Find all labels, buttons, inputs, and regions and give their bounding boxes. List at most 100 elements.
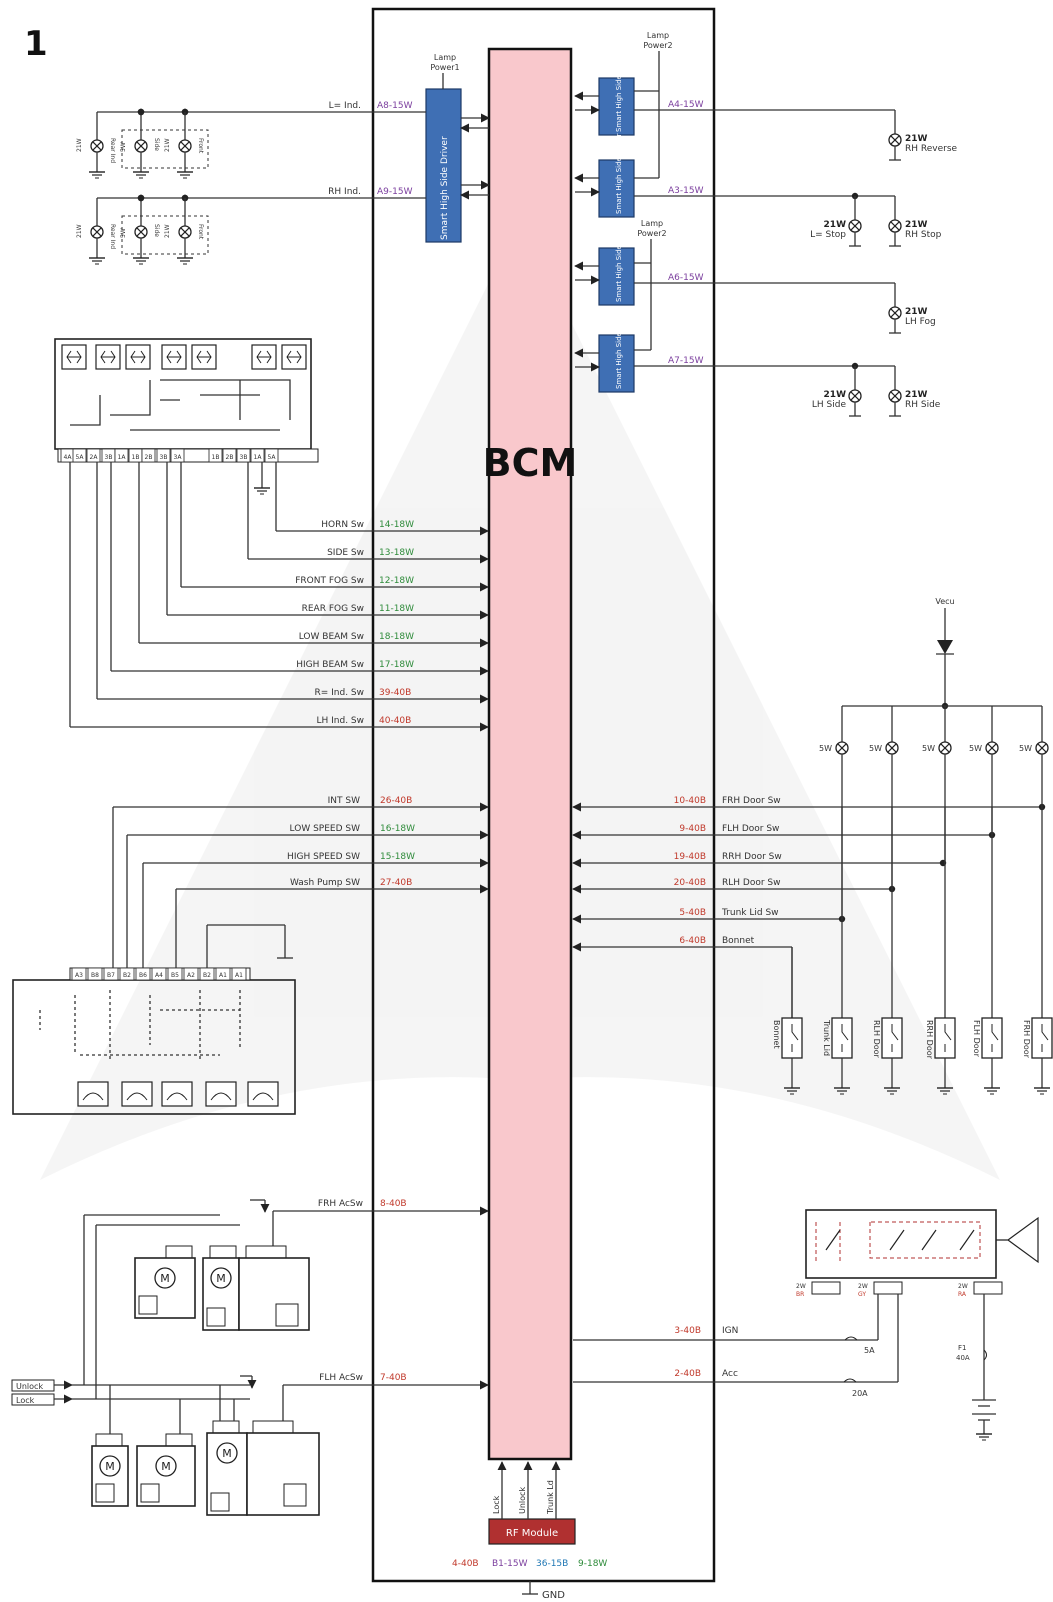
wiper-input-pin: 26-40B — [380, 796, 412, 806]
rf-module-box — [488, 1518, 576, 1545]
lamp-power1-line1: Lamp — [434, 53, 456, 62]
indicator-lamp-label: Side — [153, 224, 160, 237]
indicator-lamp-watt: 21W — [76, 224, 83, 238]
ignition-key-icon — [996, 1216, 1039, 1264]
ground-icon — [784, 1087, 800, 1095]
output-pin-label: A6-15W — [668, 273, 704, 283]
output-label: LH Fog — [905, 317, 936, 327]
switch-input-label: HIGH BEAM Sw — [296, 660, 364, 670]
light-switch-pin: 1A — [118, 454, 127, 461]
acc-pin: 2-40B — [674, 1369, 701, 1379]
page-number: 1 — [24, 24, 48, 64]
wash-icon — [77, 1081, 109, 1107]
switch-input-pin: 14-18W — [379, 520, 414, 530]
wiper-pin: A3 — [75, 972, 83, 979]
wiper-pin: B6 — [139, 972, 147, 979]
small-smart-driver — [598, 247, 635, 306]
pump-icon — [247, 1081, 279, 1107]
wiper-input-label: INT SW — [328, 796, 360, 806]
front-fog-icon — [161, 344, 187, 370]
door-switch-label: RLH Door — [872, 1020, 881, 1059]
wiper-input-pin: 27-40B — [380, 878, 412, 888]
frh-actuator-label: FRH AcSw — [318, 1199, 363, 1209]
wiper-input-pin: 16-18W — [380, 824, 415, 834]
lamp-power2-line2: Power2 — [643, 41, 672, 50]
indicator-lamp-label: Front — [197, 224, 204, 240]
switch-input-label: LOW BEAM Sw — [299, 632, 364, 642]
door-input-label: RLH Door Sw — [722, 878, 780, 888]
f1-label: F1 — [958, 1344, 966, 1352]
door-switch-label: FLH Door — [972, 1020, 981, 1058]
diode-icon — [937, 640, 953, 654]
output-lamp-icon — [848, 219, 862, 233]
left-driver-label: Smart High Side Driver — [440, 136, 450, 240]
switch-input-label: HORN Sw — [321, 520, 364, 530]
door-lamp-icon — [985, 741, 999, 755]
output-lamp-icon — [888, 133, 902, 147]
door-input-label: FRH Door Sw — [722, 796, 781, 806]
footer-pin-label: 36-15B — [536, 1559, 568, 1569]
output-watt-left: 21W — [824, 390, 847, 400]
ground-icon — [884, 1087, 900, 1095]
actuator-motor: M — [206, 1432, 248, 1516]
footer-pin-label: 9-18W — [578, 1559, 607, 1569]
door-lamp-icon — [938, 741, 952, 755]
switch-input-pin: 18-18W — [379, 632, 414, 642]
lamp-power3-line2: Power2 — [637, 229, 666, 238]
ground-icon — [89, 257, 105, 265]
f1-rating: 40A — [956, 1354, 970, 1362]
lamp-power3-line1: Lamp — [641, 219, 663, 228]
output-watt-left: 21W — [824, 220, 847, 230]
output-pin-label: A4-15W — [668, 100, 704, 110]
svg-text:M: M — [216, 1272, 226, 1285]
left-smart-driver — [425, 88, 462, 243]
wiper-input-label: Wash Pump SW — [290, 878, 360, 888]
switch-input-pin: 11-18W — [379, 604, 414, 614]
output-lamp-icon — [888, 389, 902, 403]
door-lamp-icon — [1035, 741, 1049, 755]
lamp-power1-line2: Power1 — [430, 63, 459, 72]
small-smart-driver — [598, 77, 635, 136]
svg-text:M: M — [161, 1460, 171, 1473]
actuator-motor: M — [136, 1445, 196, 1507]
frh-actuator-pin: 8-40B — [380, 1199, 407, 1209]
light-switch-pin: 2B — [226, 454, 234, 461]
ground-icon — [177, 171, 193, 179]
rf-input-label: Lock — [492, 1495, 501, 1514]
footer-pin-label: 4-40B — [452, 1559, 479, 1569]
door-input-pin: 10-40B — [674, 796, 706, 806]
small-driver-label: Smart High Side Driver — [615, 133, 623, 214]
ignition-conn-color: BR — [796, 1291, 804, 1298]
output-watt: 21W — [905, 307, 928, 317]
wiper-pin: B7 — [107, 972, 115, 979]
small-smart-driver — [598, 334, 635, 393]
ground-icon — [254, 487, 270, 495]
small-driver-label: Smart High Side Driver — [615, 51, 623, 132]
switch-input-pin: 40-40B — [379, 716, 411, 726]
indicator-lamp-label: Side — [153, 138, 160, 151]
output-label-left: L= Stop — [810, 230, 846, 240]
indicator-pin: A9-15W — [377, 187, 413, 197]
output-label-left: LH Side — [812, 400, 847, 410]
switch-input-pin: 12-18W — [379, 576, 414, 586]
wiper-pin: A4 — [155, 972, 163, 979]
rf-module-label: RF Module — [506, 1528, 558, 1539]
switch-input-label: LH Ind. Sw — [316, 716, 364, 726]
fuse-icon — [844, 1336, 858, 1341]
light-switch-pin: 2A — [90, 454, 99, 461]
switch-input-label: SIDE Sw — [327, 548, 364, 558]
switch-input-pin: 39-40B — [379, 688, 411, 698]
door-input-label: FLH Door Sw — [722, 824, 779, 834]
indicator-lamp-watt: 21W — [76, 138, 83, 152]
door-switch-label: Bonnet — [772, 1020, 781, 1049]
indicator-lamp-watt: 21W — [164, 224, 171, 238]
door-lamp-label: 5W — [1019, 744, 1032, 753]
lock-label: Lock — [16, 1396, 35, 1405]
bcm-frame — [371, 7, 716, 1583]
acc-label: Acc — [722, 1369, 738, 1379]
